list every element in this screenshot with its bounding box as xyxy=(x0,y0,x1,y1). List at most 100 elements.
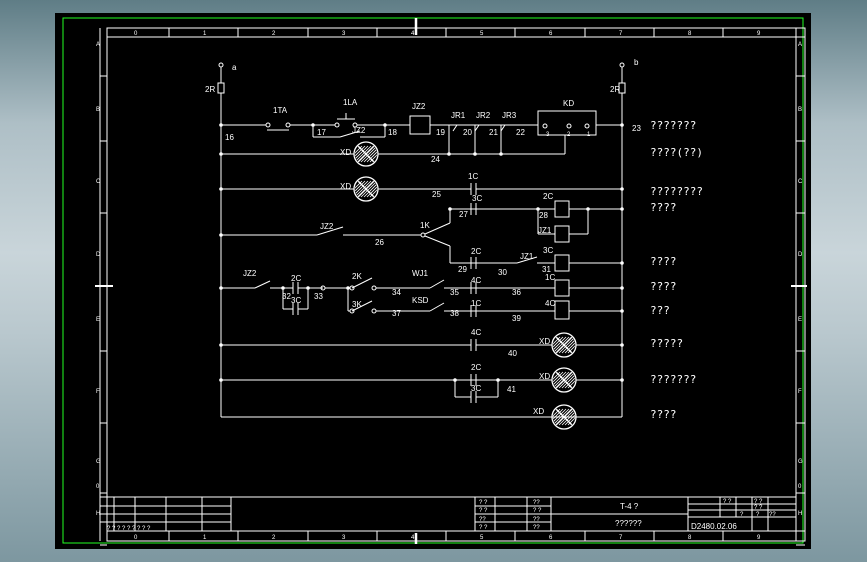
contact-jz1 xyxy=(516,256,538,264)
lamp-xd-3 xyxy=(551,332,577,358)
bottom-zone-label: 1 xyxy=(203,535,207,541)
bottom-zone-label: 3 xyxy=(342,535,346,541)
lamp-xd-1-label: XD xyxy=(340,148,351,157)
kd-pin-1: 1 xyxy=(587,132,591,138)
switch-2k-label: 2K xyxy=(352,272,362,281)
node-29: 29 xyxy=(458,265,467,274)
node-23: 23 xyxy=(632,124,641,133)
button-1la-label: 1LA xyxy=(343,98,358,107)
node-37: 37 xyxy=(392,309,401,318)
coil-2c xyxy=(554,200,570,218)
contact-jz2-label: JZ2 xyxy=(352,126,366,135)
node-18: 18 xyxy=(388,128,397,137)
contact-2c-b-label: 2C xyxy=(471,247,481,256)
contact-ksd-label: KSD xyxy=(412,296,429,305)
left-zone-label: 0 xyxy=(96,484,100,490)
top-zone-label: 6 xyxy=(549,31,553,37)
coil-jz2 xyxy=(409,115,431,135)
switch-3k xyxy=(351,300,373,312)
terminal-b-label: b xyxy=(634,58,639,67)
tb-mark-d: ? ? xyxy=(479,525,488,531)
jr3-label: JR3 xyxy=(502,111,517,120)
node-31: 31 xyxy=(542,265,551,274)
node-25: 25 xyxy=(432,190,441,199)
resistor-2r-left xyxy=(217,82,225,94)
desc-10: ???? xyxy=(650,408,677,421)
node-41: 41 xyxy=(507,385,516,394)
desc-5: ???? xyxy=(650,255,677,268)
lamp-xd-4 xyxy=(551,367,577,393)
node-39: 39 xyxy=(512,314,521,323)
node-17: 17 xyxy=(317,128,326,137)
left-zone-label: B xyxy=(96,107,100,113)
contact-2c-c-label: 2C xyxy=(291,274,301,283)
thermal-contacts-jr xyxy=(452,124,506,132)
terminal-a-label: a xyxy=(232,63,237,72)
terminal-a xyxy=(218,62,224,68)
left-zone-label: H xyxy=(96,511,100,517)
title-block-bottom-left: ? ? ? ? ? ? ? ? ? xyxy=(107,526,151,532)
node-28: 28 xyxy=(539,211,548,220)
top-zone-label: 3 xyxy=(342,31,346,37)
bottom-zone-label: 9 xyxy=(757,535,761,541)
top-zone-label: 9 xyxy=(757,31,761,37)
left-zone-label: F xyxy=(96,389,100,395)
right-zone-label: E xyxy=(798,317,802,323)
desc-3: ???????? xyxy=(650,185,703,198)
contact-1c-a-label: 1C xyxy=(468,172,478,181)
tb-mark-h: ?? xyxy=(533,525,540,531)
contact-wj1 xyxy=(429,279,445,289)
changeover-1k xyxy=(424,222,451,235)
resistor-2r-right-label: 2R xyxy=(610,85,620,94)
junction-dots xyxy=(219,123,624,382)
node-34: 34 xyxy=(392,288,401,297)
desc-2: ????(??) xyxy=(650,146,703,159)
kd-pin-2: 2 xyxy=(567,132,571,138)
inner-frame xyxy=(106,27,806,542)
bottom-zone-label: 5 xyxy=(480,535,484,541)
top-zone-label: 8 xyxy=(688,31,692,37)
right-zone-label: A xyxy=(798,42,802,48)
desc-9: ??????? xyxy=(650,373,696,386)
top-zone-label: 2 xyxy=(272,31,276,37)
tb-mark-k: ? ? xyxy=(754,505,763,511)
desc-8: ????? xyxy=(650,337,683,350)
contact-jz2-b-label: JZ2 xyxy=(320,222,334,231)
coil-4c xyxy=(554,300,570,320)
lamp-xd-2-label: XD xyxy=(340,182,351,191)
coil-jz1-label: JZ1 xyxy=(538,226,552,235)
tb-mark-c: ?? xyxy=(479,517,486,523)
top-zone-label: 5 xyxy=(480,31,484,37)
contact-wj1-label: WJ1 xyxy=(412,269,429,278)
bottom-zone-label: 4 xyxy=(411,535,415,541)
desc-1: ??????? xyxy=(650,119,696,132)
lamp-xd-2 xyxy=(353,176,379,202)
node-26: 26 xyxy=(375,238,384,247)
contact-jz2-b xyxy=(316,226,344,236)
top-zone-label: 7 xyxy=(619,31,623,37)
tb-cell-3: ?? xyxy=(769,512,776,518)
contact-4c-a-label: 4C xyxy=(471,276,481,285)
contact-3c-d-label: 3C xyxy=(471,384,481,393)
bottom-zone-label: 6 xyxy=(549,535,553,541)
drawing-title: T-4 ? xyxy=(620,502,639,511)
coil-4c-label: 4C xyxy=(545,299,555,308)
lamp-xd-1 xyxy=(353,141,379,167)
contact-jz2-c-label: JZ2 xyxy=(243,269,257,278)
contact-3c-b-label: 3C xyxy=(291,296,301,305)
tb-cell-2: ? xyxy=(756,512,760,518)
bottom-zone-label: 2 xyxy=(272,535,276,541)
node-35: 35 xyxy=(450,288,459,297)
relay-kd-label: KD xyxy=(563,99,574,108)
switch-1ta-label: 1TA xyxy=(273,106,288,115)
node-27: 27 xyxy=(459,210,468,219)
lamp-xd-5 xyxy=(551,404,577,430)
node-19: 19 xyxy=(436,128,445,137)
switch-2k xyxy=(351,277,373,289)
left-zone-label: G xyxy=(96,459,101,465)
kd-pin-3: 3 xyxy=(546,132,550,138)
node-32: 32 xyxy=(282,292,291,301)
